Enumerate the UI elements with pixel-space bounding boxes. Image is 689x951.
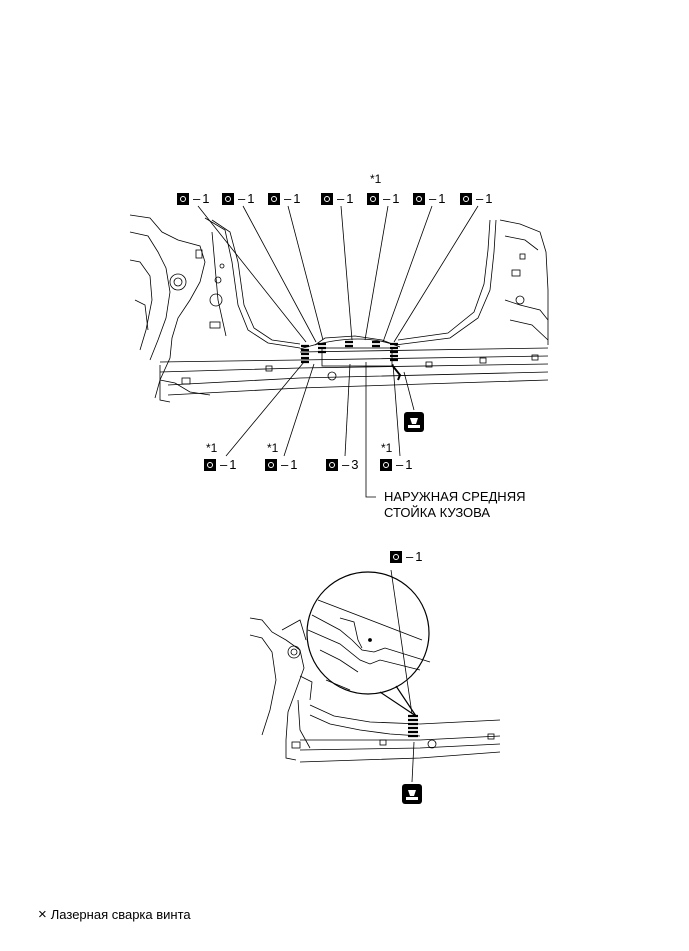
weld-point-icon — [204, 459, 216, 471]
weld-point-icon — [265, 459, 277, 471]
asterisk-note: *1 — [381, 441, 393, 455]
weld-label: –1 — [265, 458, 297, 472]
part-callout: НАРУЖНАЯ СРЕДНЯЯ СТОЙКА КУЗОВА — [384, 489, 525, 521]
weld-point-icon — [390, 551, 402, 563]
weld-point-icon — [367, 193, 379, 205]
weld-label: –1 — [268, 192, 300, 206]
weld-point-icon — [460, 193, 472, 205]
weld-label: –1 — [177, 192, 209, 206]
asterisk-note: *1 — [370, 172, 382, 186]
part-callout-line2: СТОЙКА КУЗОВА — [384, 505, 491, 520]
weld-label: –3 — [326, 458, 358, 472]
detail-weld-label: –1 — [390, 550, 422, 564]
weld-label: –1 — [222, 192, 254, 206]
weld-label: –1 — [460, 192, 492, 206]
weld-point-icon — [222, 193, 234, 205]
legend-text: Лазерная сварка винта — [50, 907, 191, 922]
clamp-icon — [404, 412, 424, 432]
weld-point-icon — [326, 459, 338, 471]
weld-label: –1 — [321, 192, 353, 206]
weld-label: –1 — [367, 192, 399, 206]
weld-label: –1 — [380, 458, 412, 472]
weld-point-icon — [380, 459, 392, 471]
part-callout-line1: НАРУЖНАЯ СРЕДНЯЯ — [384, 489, 526, 504]
weld-point-icon — [177, 193, 189, 205]
weld-label: –1 — [413, 192, 445, 206]
clamp-icon — [402, 784, 422, 804]
asterisk-note: *1 — [206, 441, 218, 455]
laser-weld-cross-icon: × — [38, 906, 47, 923]
weld-point-icon — [413, 193, 425, 205]
weld-label: –1 — [204, 458, 236, 472]
asterisk-note: *1 — [267, 441, 279, 455]
weld-point-icon — [321, 193, 333, 205]
weld-point-icon — [268, 193, 280, 205]
legend: × Лазерная сварка винта — [38, 906, 191, 923]
